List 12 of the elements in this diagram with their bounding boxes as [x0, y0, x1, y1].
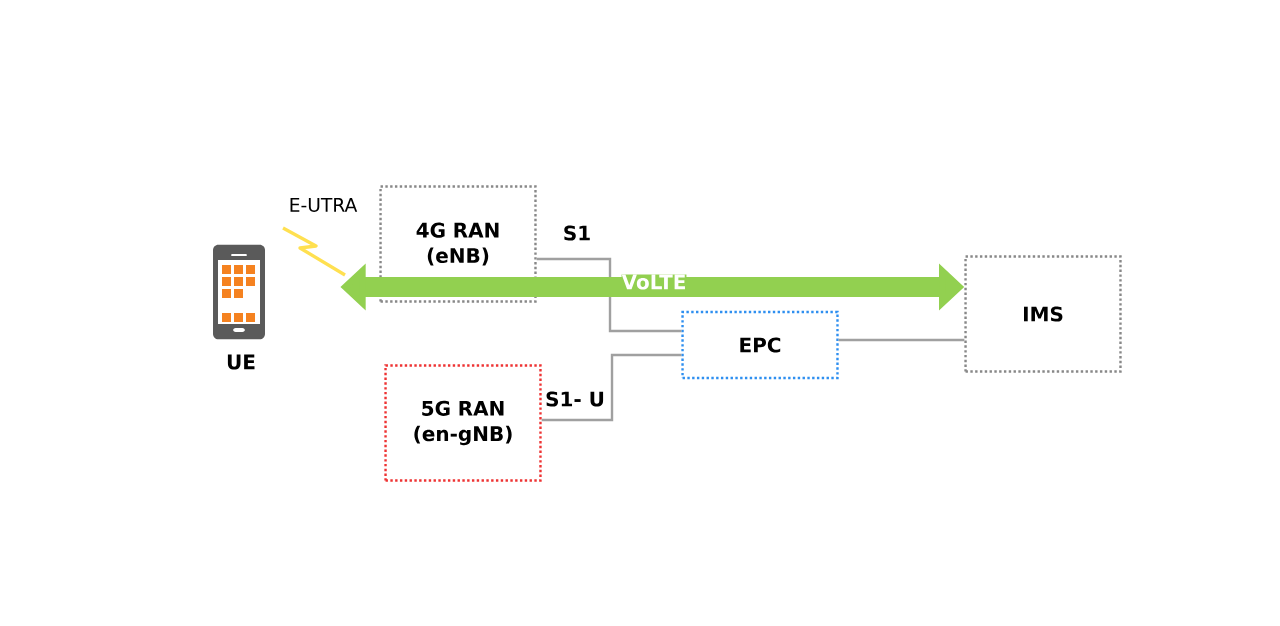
edge-label: VoLTE: [621, 274, 687, 290]
edge-label: S1- U: [543, 390, 607, 408]
dotted-box: 4G RAN (eNB): [379, 185, 537, 303]
dotted-box: EPC: [681, 310, 839, 380]
interface-label: E-UTRA: [290, 198, 358, 212]
edge-label: S1: [561, 224, 593, 242]
dotted-box: 5G RAN (en-gNB): [384, 364, 542, 482]
connector-line: [838, 338, 965, 342]
node-label: UE: [227, 354, 255, 370]
connector-line: [536, 257, 682, 333]
connector-line: [541, 353, 682, 422]
dotted-box: IMS: [964, 255, 1122, 373]
